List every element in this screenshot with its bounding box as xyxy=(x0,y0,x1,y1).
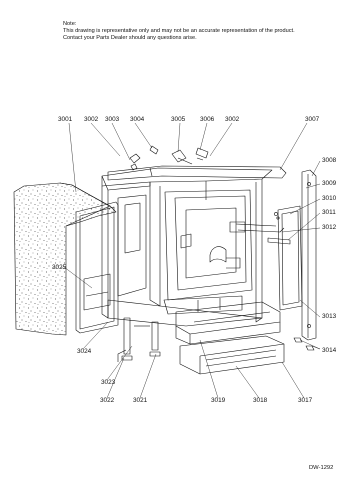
right-side-panel xyxy=(277,205,303,311)
insulation-blanket xyxy=(13,182,117,336)
label-3003: 3003 xyxy=(105,116,120,123)
corner-brackets xyxy=(293,337,315,351)
disclaimer-note: Note: This drawing is representative onl… xyxy=(63,21,295,41)
label-3007: 3007 xyxy=(305,116,320,123)
tub-frame xyxy=(101,167,273,327)
label-3001: 3001 xyxy=(58,116,73,123)
label-3013: 3013 xyxy=(322,313,337,320)
drawing-number: DW-1292 xyxy=(309,465,334,471)
label-3002-b: 3002 xyxy=(225,116,240,123)
label-3021: 3021 xyxy=(133,397,148,404)
label-3004: 3004 xyxy=(130,116,145,123)
label-3010: 3010 xyxy=(322,195,337,202)
label-3012: 3012 xyxy=(322,224,337,231)
leveling-legs xyxy=(117,317,161,362)
label-3005: 3005 xyxy=(171,116,186,123)
top-clips xyxy=(129,145,209,171)
label-3024: 3024 xyxy=(77,348,92,355)
label-3018: 3018 xyxy=(253,397,268,404)
label-3025: 3025 xyxy=(52,264,67,271)
label-3019: 3019 xyxy=(211,397,226,404)
label-3014: 3014 xyxy=(322,347,337,354)
label-3002: 3002 xyxy=(84,116,99,123)
label-3008: 3008 xyxy=(322,157,337,164)
label-3011: 3011 xyxy=(322,209,336,216)
note-heading: Note: xyxy=(63,21,77,27)
base-tray xyxy=(175,301,285,375)
rear-strip xyxy=(301,169,317,341)
side-panel xyxy=(75,201,119,334)
note-line-2: Contact your Parts Dealer should any que… xyxy=(63,34,197,41)
label-3023: 3023 xyxy=(101,379,116,386)
leader-lines xyxy=(63,122,321,399)
part-labels: 3001 3002 3003 3004 3005 3006 3002 3007 … xyxy=(52,116,337,404)
top-rail xyxy=(107,165,287,181)
bracket-parts xyxy=(235,212,291,245)
label-3017: 3017 xyxy=(298,397,313,404)
label-3022: 3022 xyxy=(100,397,115,404)
note-line-1: This drawing is representative only and … xyxy=(63,27,295,34)
label-3006: 3006 xyxy=(200,116,215,123)
label-3009: 3009 xyxy=(322,180,337,187)
